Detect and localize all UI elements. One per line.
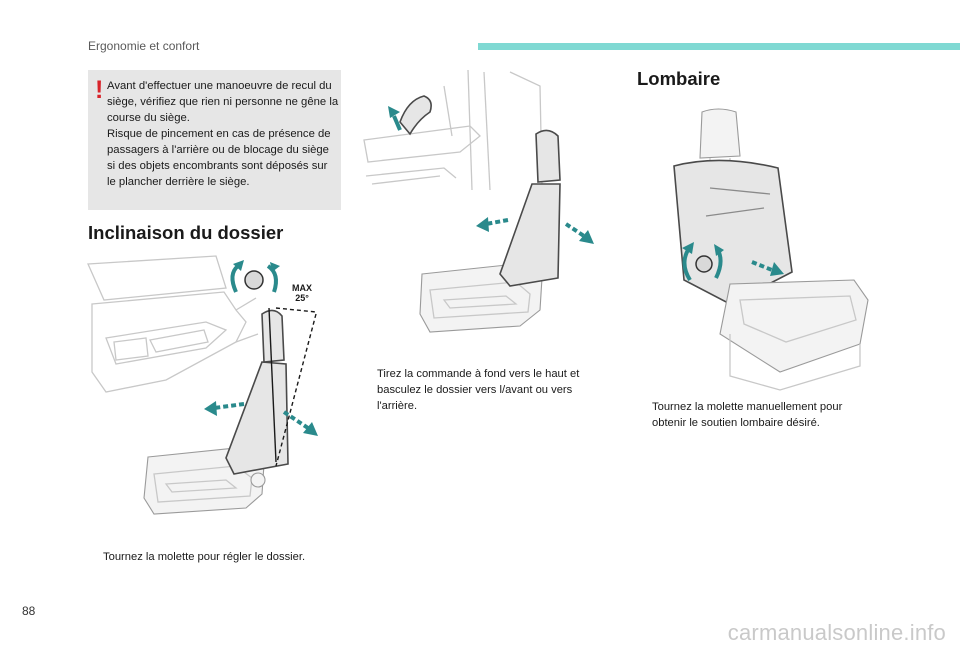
inclinaison-title: Inclinaison du dossier — [88, 222, 284, 243]
reclining-seat-illustration — [87, 255, 318, 515]
inclinaison-caption-text: Tournez la molette pour régler le dossie… — [103, 551, 306, 563]
warning-paragraph-2: Risque de pincement en cas de présence d… — [107, 128, 331, 188]
angle-label: MAX 25° — [290, 283, 314, 303]
warning-exclamation-icon: ! — [95, 76, 104, 104]
watermark: carmanualsonline.info — [727, 620, 946, 645]
warning-paragraph-1: Avant d'effectuer une manoeuvre de recul… — [107, 80, 339, 124]
middle-caption-text: Tirez la commande à fond vers le haut et… — [377, 368, 580, 412]
lever-seat-illustration — [363, 69, 594, 333]
angle-label-max: MAX — [292, 283, 312, 293]
warning-text: Avant d'effectuer une manoeuvre de recul… — [107, 78, 339, 190]
warning-box: ! Avant d'effectuer une manoeuvre de rec… — [88, 70, 341, 210]
angle-label-degrees: 25° — [295, 293, 309, 303]
header-accent-bar — [478, 43, 960, 50]
lumbar-seat-illustration — [673, 108, 869, 391]
lombaire-caption: Tournez la molette manuellement pour obt… — [637, 399, 877, 431]
header-section-title: Ergonomie et confort — [88, 39, 200, 53]
lombaire-title: Lombaire — [637, 68, 721, 89]
page-number: 88 — [22, 604, 36, 618]
lombaire-caption-text: Tournez la molette manuellement pour obt… — [652, 401, 843, 429]
middle-caption: Tirez la commande à fond vers le haut et… — [362, 366, 606, 414]
inclinaison-caption: Tournez la molette pour régler le dossie… — [88, 549, 338, 565]
